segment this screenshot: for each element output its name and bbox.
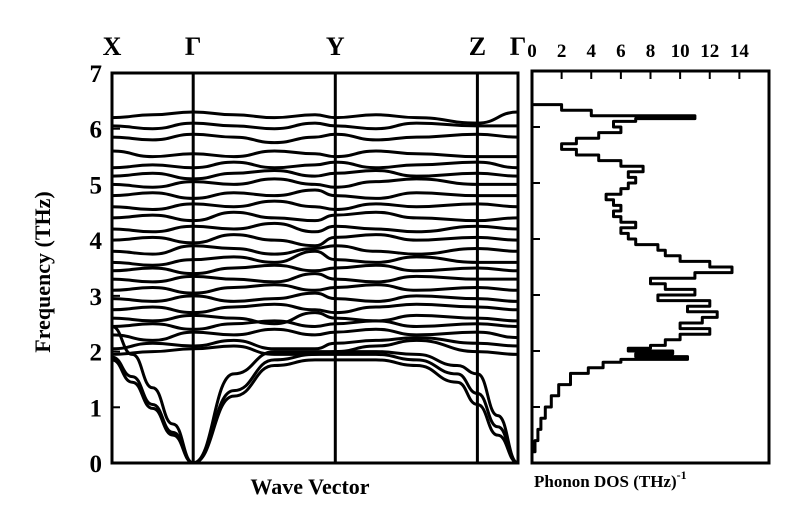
optical-branch-11 <box>111 249 518 267</box>
optical-branch-10 <box>111 263 519 276</box>
optical-branch-20 <box>111 160 519 170</box>
dos-tick-label: 2 <box>557 41 567 62</box>
acoustic-branch-2 <box>111 352 519 465</box>
optical-branch-21 <box>111 149 518 159</box>
dos-tick-label: 6 <box>616 41 626 62</box>
dos-frequency-ticks <box>532 70 540 464</box>
kpoint-label-2: Γ <box>185 32 202 61</box>
kpoint-label-3: Y <box>326 32 345 61</box>
dos-tick-label: 4 <box>587 41 597 62</box>
optical-branch-24 <box>111 110 519 125</box>
acoustic-branch-3 <box>111 325 519 465</box>
band-y-axis-title: Frequency (THz) <box>30 191 55 353</box>
optical-branch-14 <box>111 221 519 234</box>
frequency-tick-label: 6 <box>90 117 103 144</box>
kpoint-label-4: Z <box>469 32 486 61</box>
optical-branch-5 <box>111 311 519 326</box>
optical-branch-2 <box>111 336 519 351</box>
kpoint-label-5: Γ <box>510 32 527 61</box>
dos-x-axis-title-main: Phonon DOS (THz) <box>534 472 677 491</box>
optical-branch-15 <box>111 210 519 223</box>
optical-branch-6 <box>111 302 519 315</box>
optical-branch-19 <box>111 168 519 181</box>
optical-branch-4 <box>111 319 519 331</box>
frequency-tick-label: 1 <box>90 395 103 422</box>
frequency-tick-label: 4 <box>90 228 103 255</box>
dos-tick-label: 12 <box>700 41 719 62</box>
frequency-tick-label: 2 <box>90 340 103 367</box>
optical-branch-16 <box>111 199 519 212</box>
optical-branch-7 <box>111 291 519 303</box>
optical-branch-8 <box>111 283 519 295</box>
dos-x-axis-title: Phonon DOS (THz)-1 <box>534 468 687 491</box>
dos-tick-label: 8 <box>646 41 656 62</box>
dos-tick-label: 0 <box>527 41 537 62</box>
kpoint-label-1: X <box>103 32 122 61</box>
band-x-axis-title: Wave Vector <box>250 474 369 499</box>
frequency-tick-label: 3 <box>90 284 103 311</box>
dos-curve <box>530 103 734 463</box>
kpoint-dividers <box>191 73 479 463</box>
optical-branch-12 <box>111 244 519 256</box>
band-plot-frame <box>110 71 520 465</box>
optical-branch-13 <box>111 233 519 248</box>
dos-tick-label: 10 <box>671 41 690 62</box>
frequency-tick-label: 5 <box>90 172 103 199</box>
optical-branch-3 <box>111 327 519 342</box>
optical-branch-18 <box>111 177 518 189</box>
dos-tick-label: 14 <box>730 41 750 62</box>
frequency-tick-label: 0 <box>90 451 103 478</box>
frequency-tick-label: 7 <box>90 61 103 88</box>
optical-branch-9 <box>111 272 518 284</box>
dos-x-axis-title-superscript: -1 <box>677 468 687 482</box>
frequency-axis-ticks: 0 1 2 3 4 5 6 7 <box>90 61 120 478</box>
optical-branch-1 <box>111 338 519 356</box>
optical-branch-23 <box>111 121 518 131</box>
optical-branch-17 <box>111 188 518 200</box>
optical-branch-22 <box>111 132 519 145</box>
band-lines <box>111 110 519 465</box>
